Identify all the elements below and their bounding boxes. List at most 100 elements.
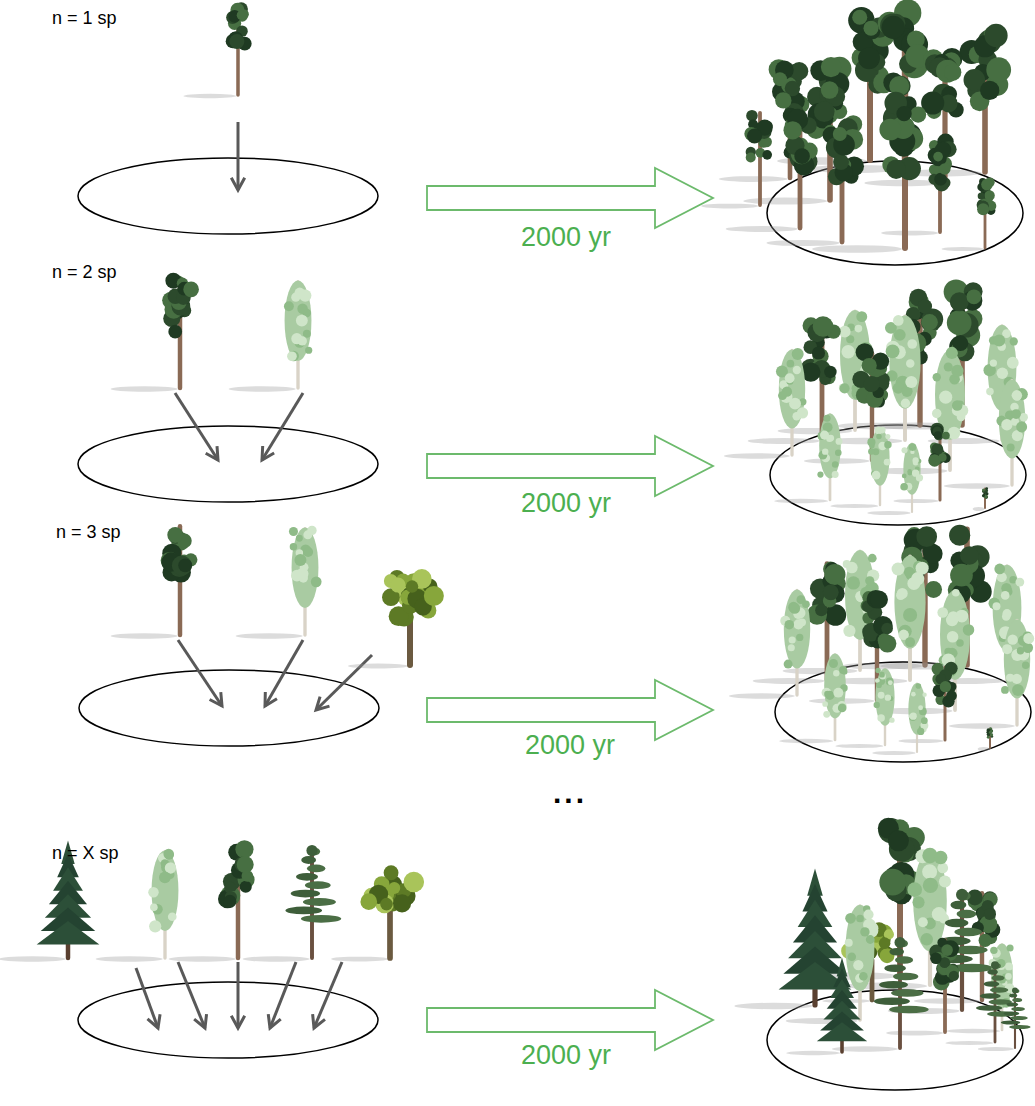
tree-foliage <box>907 471 912 476</box>
tree <box>942 177 997 251</box>
tree-foliage <box>858 47 880 69</box>
tree-shadow <box>748 438 820 444</box>
plot-ellipse <box>78 158 378 234</box>
tree-foliage <box>884 441 891 448</box>
tree-foliage <box>303 330 311 338</box>
tree <box>786 958 867 1056</box>
tree-foliage <box>840 383 850 393</box>
tree <box>734 869 851 1010</box>
tree-foliage <box>168 325 182 339</box>
tree-foliage <box>167 527 183 543</box>
tree-foliage <box>933 373 941 381</box>
tree-foliage <box>298 336 307 345</box>
tree-foliage <box>289 527 298 536</box>
tree-foliage <box>406 580 418 592</box>
tree-foliage <box>923 878 938 893</box>
tree-foliage <box>985 495 988 498</box>
tree-foliage <box>1013 392 1021 400</box>
tree-foliage <box>918 705 923 710</box>
tree-foliage <box>296 873 318 881</box>
tree-foliage <box>977 203 989 215</box>
tree-shadow <box>753 678 825 684</box>
tree-foliage <box>843 625 855 637</box>
tree-foliage <box>946 690 957 701</box>
tree-foliage <box>148 887 158 897</box>
tree-foliage <box>879 635 897 653</box>
tree-foliage <box>168 912 177 921</box>
tree-foliage <box>291 890 320 898</box>
tree-foliage <box>1023 643 1033 653</box>
tree-foliage <box>812 346 825 359</box>
tree-foliage <box>986 57 1011 82</box>
tree-foliage <box>879 672 885 678</box>
tree-shadow <box>944 483 1010 489</box>
tree-foliage <box>773 72 787 86</box>
tree-foliage <box>950 292 969 311</box>
tree-foliage <box>945 919 969 927</box>
time-label: 2000 yr <box>521 1040 611 1071</box>
tree-foliage <box>291 293 300 302</box>
tree <box>872 683 928 755</box>
tree-foliage <box>1012 390 1023 401</box>
tree-foliage <box>404 872 425 893</box>
plot-ellipse <box>78 982 378 1058</box>
arrow-head <box>265 692 277 706</box>
arrow-head <box>231 178 244 190</box>
tree-foliage <box>785 620 794 629</box>
tree-foliage <box>907 339 917 349</box>
tree-foliage <box>896 106 911 121</box>
tree-foliage <box>1010 1016 1028 1020</box>
tree-foliage <box>932 907 946 921</box>
tree-foliage <box>875 668 880 673</box>
tree-foliage <box>380 898 393 911</box>
tree-foliage <box>948 427 961 440</box>
tree-foliage <box>285 280 312 361</box>
tree <box>944 379 1028 488</box>
tree-foliage <box>303 547 313 557</box>
tree-foliage <box>305 881 331 889</box>
tree-foliage <box>746 152 756 162</box>
time-label: 2000 yr <box>521 222 611 253</box>
tree-foliage <box>946 347 958 359</box>
tree-foliage <box>384 865 399 880</box>
tree-foliage <box>989 731 992 734</box>
tree-foliage <box>862 358 877 373</box>
tree <box>748 316 841 444</box>
tree-foliage <box>863 21 878 36</box>
seed-arrow <box>231 962 244 1028</box>
tree-foliage <box>889 1006 929 1014</box>
arrow-head <box>262 446 274 460</box>
tree <box>973 487 989 511</box>
tree-foliage <box>877 714 884 721</box>
tree-foliage <box>291 570 303 582</box>
tree-foliage <box>296 315 308 327</box>
tree-foliage <box>784 589 810 668</box>
tree-foliage <box>903 608 917 622</box>
tree-foliage <box>1001 1020 1021 1024</box>
tree-shadow <box>779 739 833 744</box>
tree-foliage <box>901 399 910 408</box>
tree-foliage <box>985 492 988 495</box>
arrow-shaft <box>237 962 240 1028</box>
tree-foliage <box>873 616 893 636</box>
tree-foliage <box>846 905 875 991</box>
tree-foliage <box>954 928 982 936</box>
tree-foliage <box>930 952 942 964</box>
tree-foliage <box>912 896 924 908</box>
tree-shadow <box>734 1003 812 1010</box>
tree-shadow <box>729 693 795 699</box>
species-count: n = 2 sp <box>52 262 117 283</box>
tree-shadow <box>724 453 790 459</box>
tree <box>806 0 930 173</box>
tree-foliage <box>986 388 994 396</box>
tree-foliage <box>845 939 853 947</box>
tree-foliage <box>984 909 995 920</box>
tree-foliage <box>980 993 1001 999</box>
tree <box>864 48 963 186</box>
tree-foliage <box>985 24 1008 47</box>
tree-foliage <box>762 150 772 160</box>
tree-foliage <box>747 128 762 143</box>
tree-foliage <box>876 682 882 688</box>
